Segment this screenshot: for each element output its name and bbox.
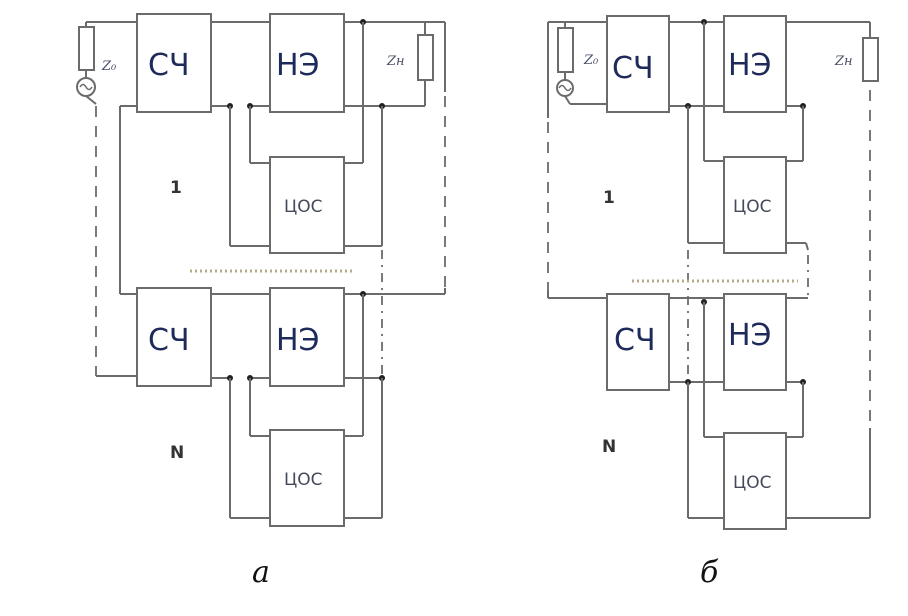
nonlinear-element-block: [269, 13, 345, 113]
load-impedance-label: Zн: [834, 54, 853, 69]
dsp-block-label: ЦОС: [284, 197, 322, 217]
source-impedance-a: Z₀: [76, 21, 137, 105]
dsp-block: [723, 156, 787, 254]
resistor-icon: [78, 26, 95, 71]
stage-1-a: СЧ НЭ ЦОС 1: [119, 13, 445, 295]
nonlinear-element-label: НЭ: [728, 48, 772, 83]
load-impedance-a: Zн: [386, 22, 434, 106]
stage-index-label: 1: [170, 178, 182, 198]
stage-index-label: N: [170, 443, 184, 463]
nonlinear-element-block: [723, 15, 787, 113]
freq-converter-block: [606, 293, 670, 391]
nonlinear-element-block: [723, 293, 787, 391]
dsp-block: [269, 429, 345, 527]
panel-b: Z₀ СЧ НЭ ЦОС 1: [547, 15, 879, 590]
nonlinear-element-block: [269, 287, 345, 387]
panel-a: Z₀ СЧ НЭ ЦОС: [76, 13, 446, 590]
freq-converter-label: СЧ: [148, 48, 190, 83]
resistor-icon: [557, 27, 574, 73]
panel-caption-a: а: [252, 555, 270, 590]
freq-converter-label: СЧ: [614, 323, 656, 358]
freq-converter-label: СЧ: [148, 323, 190, 358]
stage-1-b: СЧ НЭ ЦОС 1: [603, 15, 870, 254]
load-impedance-b: Zн: [834, 22, 879, 82]
stage-n-a: СЧ НЭ ЦОС N: [136, 287, 445, 527]
resistor-icon: [862, 37, 879, 82]
stage-index-label: 1: [603, 188, 615, 208]
load-impedance-label: Zн: [386, 54, 405, 69]
freq-converter-label: СЧ: [612, 51, 654, 86]
stage-n-b: СЧ НЭ ЦОС N: [602, 293, 808, 530]
source-impedance-label: Z₀: [101, 59, 117, 74]
nonlinear-element-label: НЭ: [276, 323, 320, 358]
dsp-block: [269, 156, 345, 254]
source-impedance-label: Z₀: [583, 53, 599, 68]
freq-converter-block: [136, 13, 212, 113]
dsp-block-label: ЦОС: [284, 470, 322, 490]
panel-caption-b: б: [700, 555, 719, 590]
dsp-block-label: ЦОС: [733, 197, 771, 217]
freq-converter-block: [606, 15, 670, 113]
nonlinear-element-label: НЭ: [728, 318, 772, 353]
dsp-block: [723, 432, 787, 530]
source-impedance-b: Z₀: [548, 21, 607, 105]
dsp-block-label: ЦОС: [733, 473, 771, 493]
nonlinear-element-label: НЭ: [276, 48, 320, 83]
freq-converter-block: [136, 287, 212, 387]
resistor-icon: [417, 34, 434, 81]
stage-index-label: N: [602, 437, 616, 457]
